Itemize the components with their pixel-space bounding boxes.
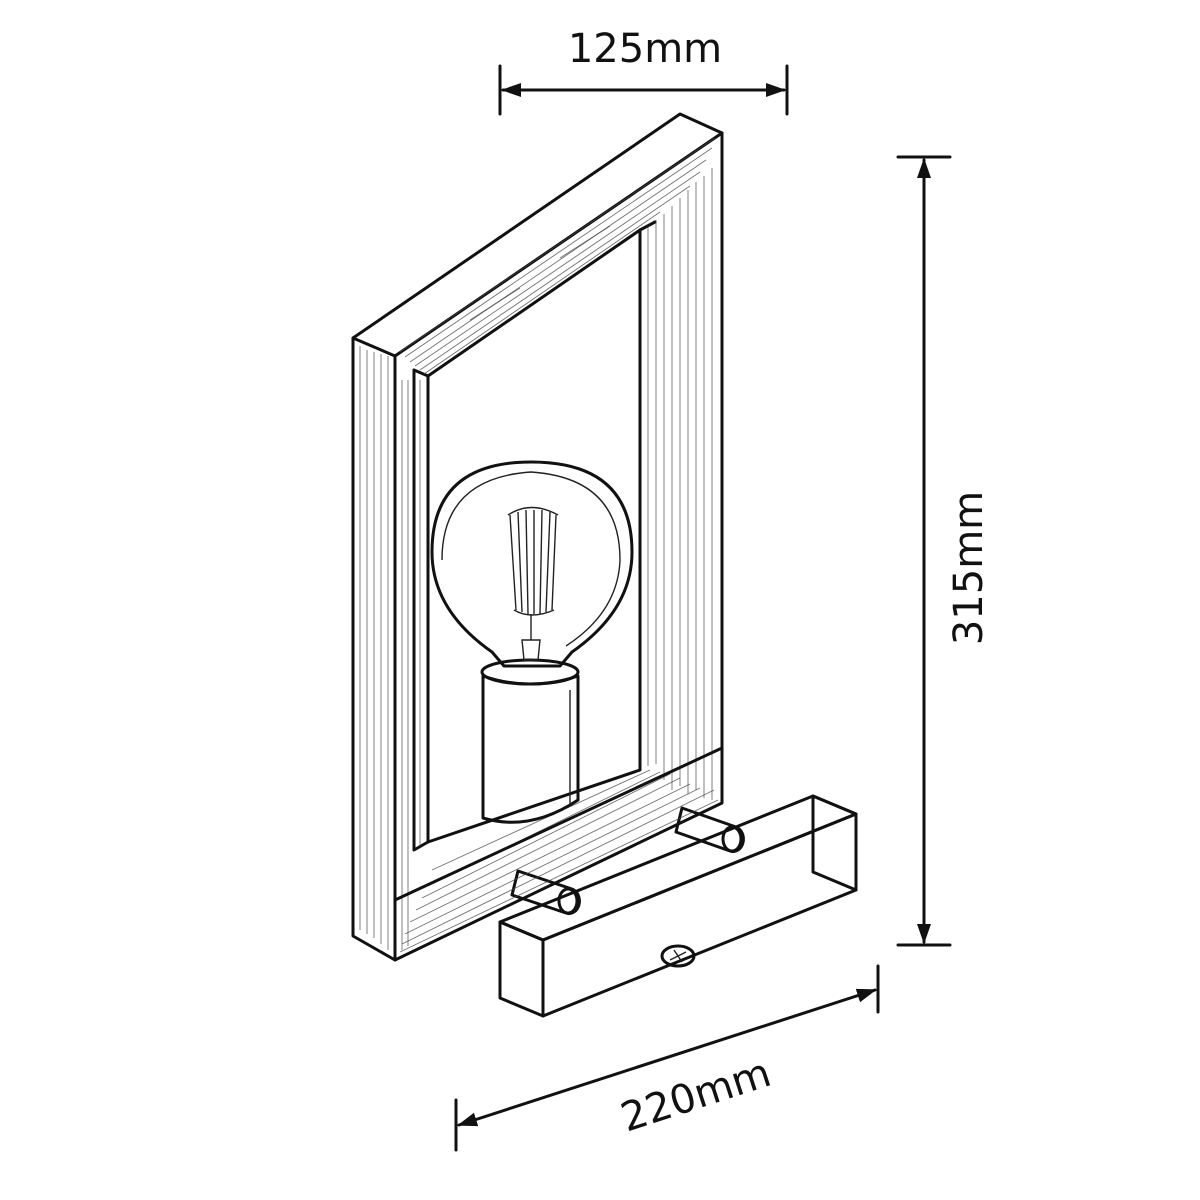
base-plate-top-face [498, 794, 858, 942]
mounting-rods [510, 806, 745, 915]
base-plate-left-face [498, 920, 545, 1018]
base-plate-end-face [811, 794, 858, 892]
depth-dimension: 220mm [454, 964, 880, 1152]
frame-inner-depth-a [412, 368, 430, 378]
frame-inner-depth-c [638, 220, 657, 232]
depth-label: 220mm [616, 1050, 777, 1141]
wood-grain-left-rail [359, 346, 421, 950]
screw-icon [660, 944, 696, 968]
wood-grain-top-rail [399, 137, 716, 375]
wood-grain-right-rail [647, 168, 713, 800]
mounting-rod-back [674, 806, 745, 853]
frame-front-edge-top [351, 131, 724, 358]
frame-bottom-rail-top-edge [393, 746, 724, 902]
frame-outer-outline [351, 112, 724, 962]
wood-grain-bottom-rail [399, 769, 719, 953]
edison-bulb [430, 460, 634, 668]
bulb-glass [430, 460, 634, 668]
frame-inner-depth-b [412, 368, 430, 852]
lamp-socket [480, 658, 580, 824]
socket-body [481, 674, 580, 824]
wall-base-plate [498, 794, 858, 1018]
base-plate-front-face [541, 812, 858, 1018]
top-width-dimension: 125mm [498, 26, 789, 116]
filament-icon [507, 506, 559, 661]
wooden-frame [351, 112, 724, 962]
depth-arrow [457, 988, 877, 1127]
top-width-label: 125mm [568, 26, 722, 72]
height-dimension: 315mm [896, 155, 992, 947]
frame-inner-opening [426, 228, 642, 844]
height-label: 315mm [946, 491, 992, 645]
